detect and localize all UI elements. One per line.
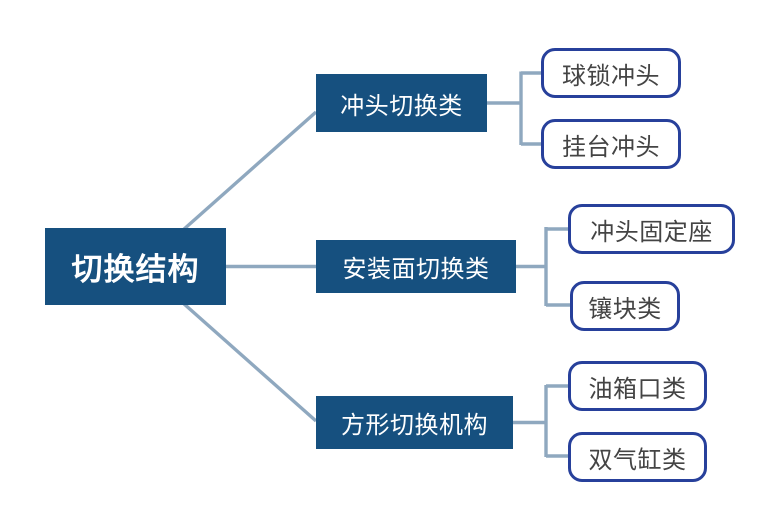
leaf-node-3-2[interactable]: 双气缸类 xyxy=(568,432,707,482)
connector-root-to-branch-3 xyxy=(181,301,318,423)
leaf-node-3-1[interactable]: 油箱口类 xyxy=(568,361,707,411)
leaf-node-2-2[interactable]: 镶块类 xyxy=(570,281,680,331)
leaf-node-1-2[interactable]: 挂台冲头 xyxy=(541,119,681,169)
connector-fork-branch-2 xyxy=(516,227,571,307)
leaf-node-1-1[interactable]: 球锁冲头 xyxy=(541,48,681,98)
branch-node-1[interactable]: 冲头切换类 xyxy=(316,74,487,132)
root-node[interactable]: 切换结构 xyxy=(45,228,226,305)
connector-root-to-branch-1 xyxy=(181,110,318,232)
branch-node-2[interactable]: 安装面切换类 xyxy=(316,240,516,293)
branch-node-3[interactable]: 方形切换机构 xyxy=(316,396,513,449)
leaf-node-2-1[interactable]: 冲头固定座 xyxy=(568,204,735,254)
connector-fork-branch-1 xyxy=(487,71,542,146)
connector-fork-branch-3 xyxy=(513,384,569,458)
